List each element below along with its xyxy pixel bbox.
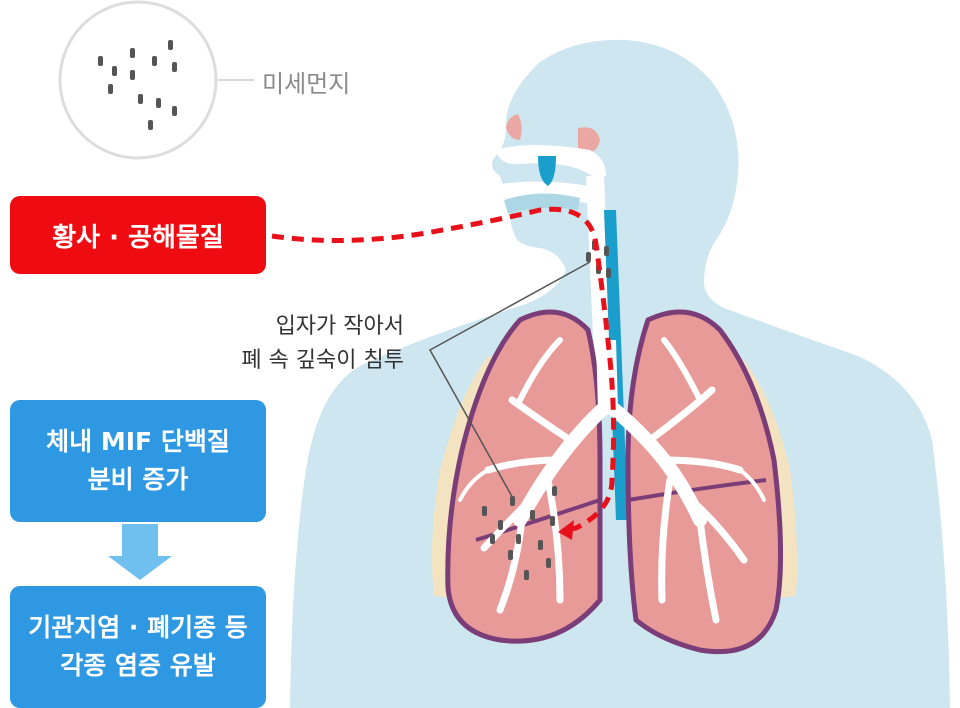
source-box: 황사 · 공해물질 xyxy=(10,196,266,274)
dust-magnifier-circle xyxy=(58,0,218,160)
inflammation-line1: 기관지염 · 폐기종 등 xyxy=(28,613,248,642)
trachea xyxy=(596,340,618,410)
right-lung xyxy=(625,309,784,655)
penetration-annotation: 입자가 작아서 폐 속 깊숙이 침투 xyxy=(241,310,404,378)
magnified-dust-particles xyxy=(98,40,177,130)
lung-dust-particles xyxy=(482,486,557,580)
source-box-label: 황사 · 공해물질 xyxy=(52,222,224,253)
mif-secretion-line2: 분비 증가 xyxy=(87,465,189,494)
inflammation-line2: 각종 염증 유발 xyxy=(60,651,216,680)
mif-secretion-box: 체내 MIF 단백질 분비 증가 xyxy=(10,400,266,522)
inflammation-box: 기관지염 · 폐기종 등 각종 염증 유발 xyxy=(10,586,266,708)
annotation-leader-line xyxy=(428,261,591,501)
dust-label: 미세먼지 xyxy=(262,70,351,98)
penetration-annotation-line1: 입자가 작아서 xyxy=(275,314,404,339)
pathway-arrowhead xyxy=(558,520,574,540)
pathway-arrow xyxy=(271,206,617,533)
bronchial-tree xyxy=(458,337,766,624)
uvula xyxy=(538,156,556,186)
penetration-annotation-line2: 폐 속 깊숙이 침투 xyxy=(241,348,404,373)
nose-accent xyxy=(506,114,522,140)
ear-accent xyxy=(578,127,600,153)
mif-secretion-line1: 체내 MIF 단백질 xyxy=(46,427,230,456)
tongue xyxy=(504,193,580,214)
flow-down-arrow xyxy=(108,524,172,580)
